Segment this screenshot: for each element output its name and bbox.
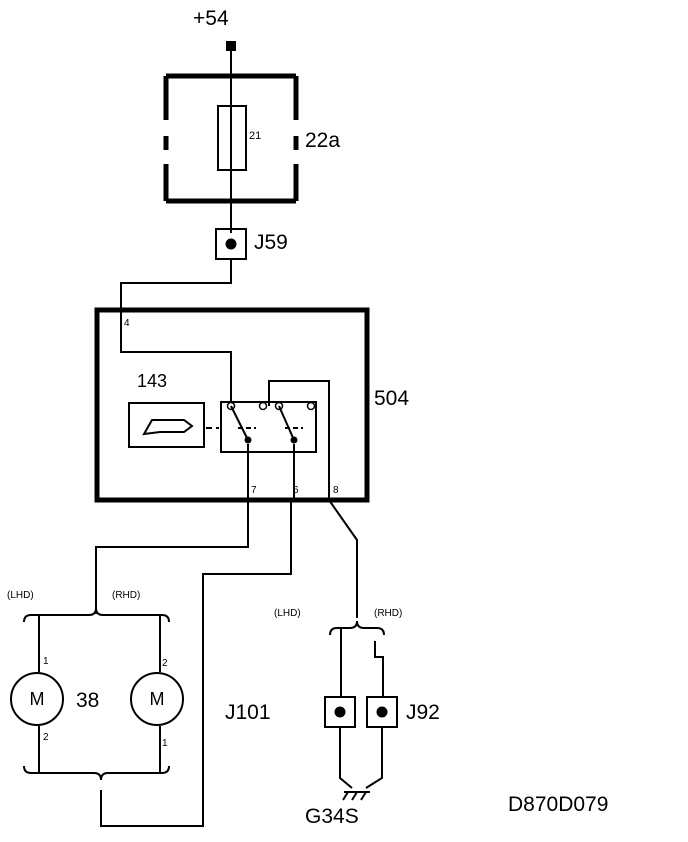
ground-rhd-label: (RHD): [374, 608, 402, 619]
motor-right-pin-bottom: 1: [162, 738, 168, 749]
relay-pin-out-b: 6: [293, 485, 299, 496]
connector-j101-label: J101: [225, 701, 271, 724]
motor-right-pin-top: 2: [162, 658, 168, 669]
relay-pin-out-c: 8: [333, 485, 339, 496]
motor-left: [10, 672, 64, 726]
sensor-glyph: [142, 419, 194, 436]
wire-pin8-to-ground: [328, 499, 358, 618]
ground-branch: (LHD) (RHD) J92 G34S: [274, 608, 440, 828]
sensor-symbol: [128, 402, 205, 448]
motor-right: [130, 672, 184, 726]
relay-pin-out-a: 7: [251, 485, 257, 496]
motor-rhd-label: (RHD): [112, 590, 140, 601]
wire-pin6-to-motors: [100, 500, 292, 827]
fuse-box-label: 22a: [305, 129, 340, 152]
motor-left-pin-bottom: 2: [43, 732, 49, 743]
connector-j59-label: J59: [254, 231, 288, 254]
relay-unit: 4 143 7 6 8 504: [94, 307, 409, 503]
diagram-code: D870D079: [508, 793, 608, 816]
motor-left-pin-top: 1: [43, 656, 49, 667]
ground-lhd-label: (LHD): [274, 608, 301, 619]
relay-unit-label: 504: [374, 387, 409, 410]
supply-label: +54: [193, 7, 229, 30]
connector-j59: J59: [215, 228, 288, 260]
ground-label: G34S: [305, 805, 359, 828]
fuse-box: 21 22a: [163, 73, 340, 204]
wire-j59-to-relay: [120, 259, 232, 402]
fuse-number: 21: [249, 130, 261, 142]
supply-terminal: [226, 41, 236, 51]
motor-right-symbol: M: [150, 689, 165, 709]
motor-left-symbol: M: [30, 689, 45, 709]
sensor-label: 143: [137, 371, 167, 391]
motor-label: 38: [76, 689, 99, 712]
wire-pin7-to-motors: [95, 500, 249, 614]
motor-lhd-label: (LHD): [7, 590, 34, 601]
connector-j92-label: J92: [406, 701, 440, 724]
relay-pin-input: 4: [124, 318, 130, 329]
motor-group: (LHD) (RHD) 1 2 M M 38 2 1: [7, 590, 184, 781]
